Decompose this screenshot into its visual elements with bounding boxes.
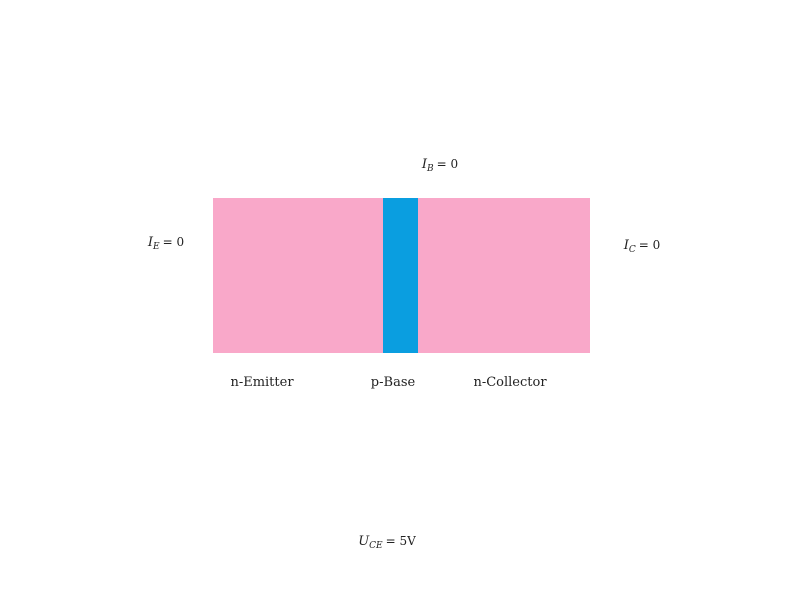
collector-emitter-voltage-label: UCE= 5V — [358, 534, 416, 551]
collector-current-value: = 0 — [638, 238, 661, 252]
emitter-current-label: IE= 0 — [148, 235, 184, 252]
voltage-value: = 5V — [385, 534, 416, 548]
emitter-current-value: = 0 — [162, 235, 185, 249]
n-emitter-region — [213, 198, 383, 353]
voltage-subscript: CE — [369, 541, 383, 551]
collector-current-label: IC= 0 — [624, 238, 661, 255]
emitter-current-subscript: E — [153, 242, 160, 252]
collector-current-subscript: C — [628, 245, 636, 255]
collector-current-symbol: I — [623, 238, 629, 253]
base-region-label: p-Base — [370, 375, 416, 390]
voltage-symbol: U — [358, 534, 370, 549]
emitter-current-symbol: I — [147, 235, 154, 250]
emitter-region-label: n-Emitter — [230, 375, 294, 390]
base-current-label: IB= 0 — [422, 157, 458, 174]
base-current-value: = 0 — [436, 157, 459, 171]
base-current-subscript: B — [427, 164, 434, 174]
n-collector-region — [418, 198, 590, 353]
collector-region-label: n-Collector — [473, 375, 547, 390]
base-current-symbol: I — [421, 157, 427, 172]
p-base-region — [383, 198, 418, 353]
